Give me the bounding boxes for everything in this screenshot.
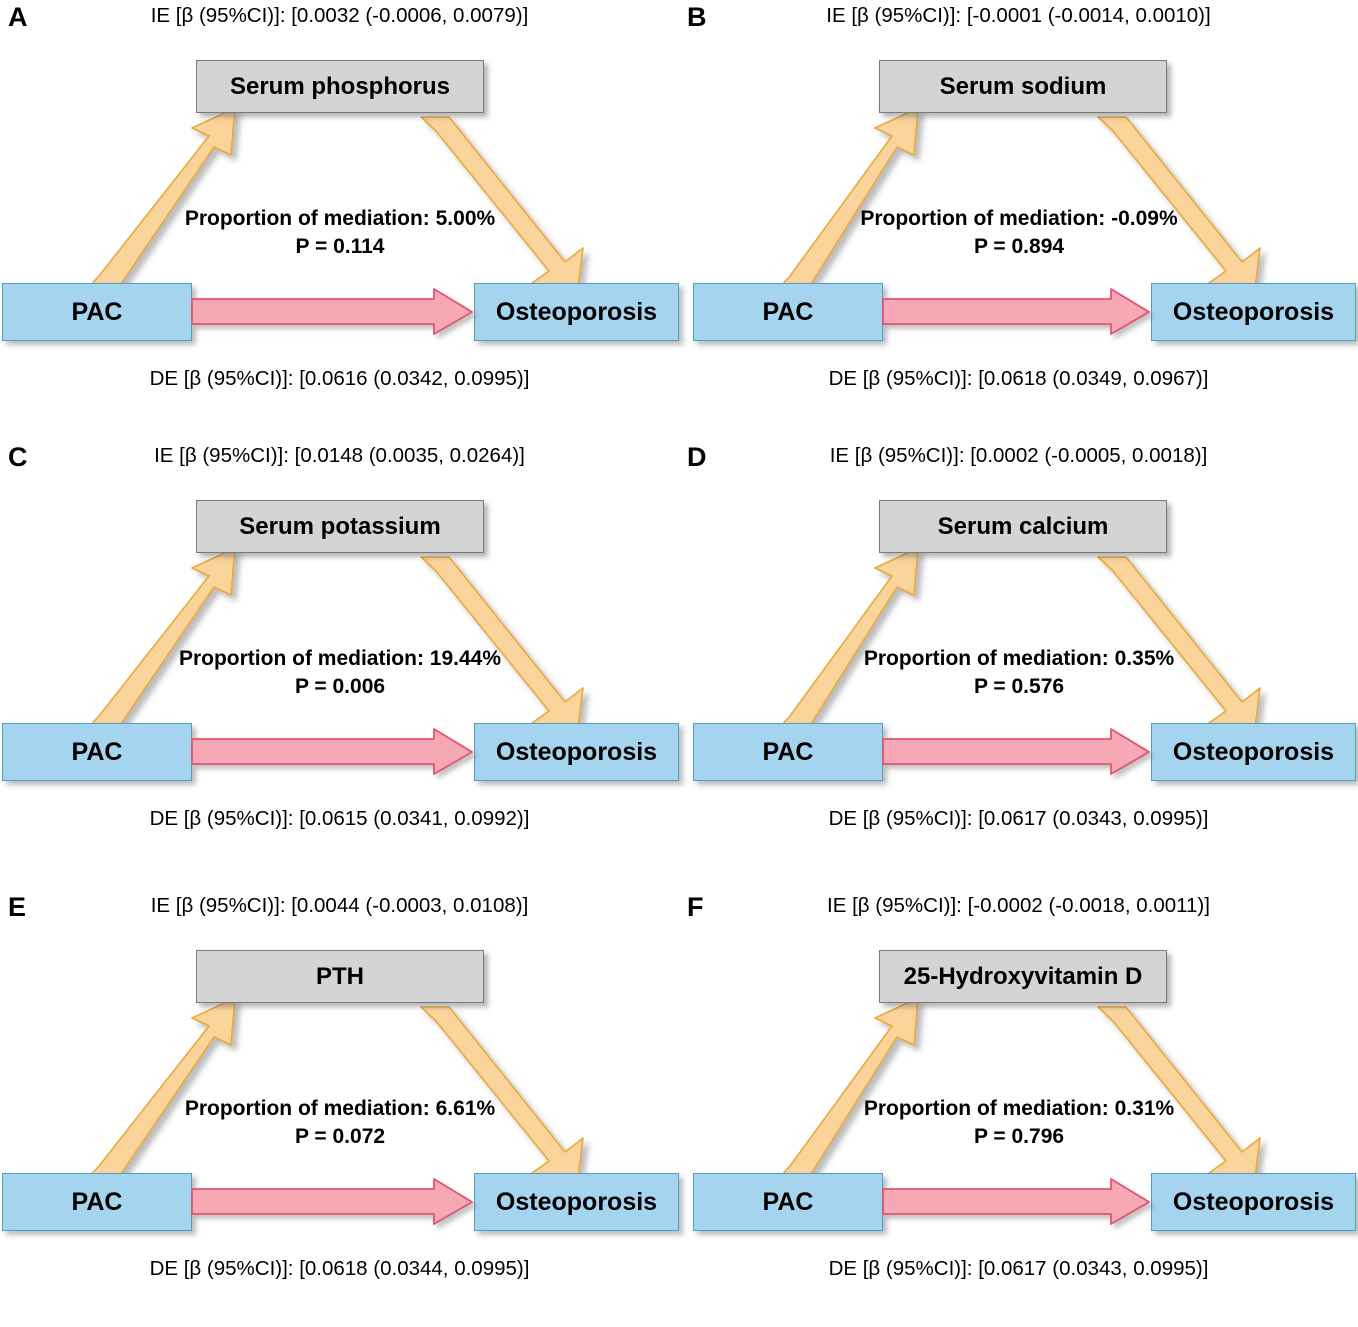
proportion-of-mediation: Proportion of mediation: 5.00% — [184, 207, 496, 230]
exposure-box: PAC — [693, 1173, 883, 1231]
direct-effect-caption: DE [β (95%CI)]: [0.0616 (0.0342, 0.0995)… — [149, 367, 530, 390]
proportion-of-mediation: Proportion of mediation: 0.31% — [863, 1097, 1175, 1120]
outcome-box: Osteoporosis — [1151, 1173, 1356, 1231]
mediation-summary: Proportion of mediation: 0.31% P = 0.796 — [739, 1095, 1299, 1152]
panel-letter: C — [8, 442, 28, 472]
outcome-box: Osteoporosis — [474, 723, 679, 781]
mediation-summary: Proportion of mediation: 19.44% P = 0.00… — [60, 645, 620, 702]
direct-effect-caption: DE [β (95%CI)]: [0.0618 (0.0349, 0.0967)… — [828, 367, 1209, 390]
mediator-box: PTH — [196, 950, 484, 1003]
indirect-effect-caption: IE [β (95%CI)]: [0.0002 (-0.0005, 0.0018… — [829, 444, 1208, 467]
exposure-box: PAC — [693, 723, 883, 781]
outcome-box: Osteoporosis — [474, 283, 679, 341]
indirect-effect-caption: IE [β (95%CI)]: [0.0032 (-0.0006, 0.0079… — [150, 4, 529, 27]
exposure-box: PAC — [2, 1173, 192, 1231]
mediator-box: Serum potassium — [196, 500, 484, 553]
indirect-arrow-exposure-to-mediator — [85, 107, 236, 301]
proportion-of-mediation: Proportion of mediation: 19.44% — [178, 647, 502, 670]
mediation-pvalue: P = 0.576 — [973, 675, 1065, 699]
mediation-summary: Proportion of mediation: 0.35% P = 0.576 — [739, 645, 1299, 702]
exposure-box: PAC — [693, 283, 883, 341]
panel-letter: E — [8, 892, 27, 922]
direct-arrow-exposure-to-outcome — [191, 288, 473, 335]
mediator-box: Serum calcium — [879, 500, 1167, 553]
mediator-box: Serum phosphorus — [196, 60, 484, 113]
mediation-pvalue: P = 0.114 — [295, 235, 385, 259]
mediation-summary: Proportion of mediation: 6.61% P = 0.072 — [60, 1095, 620, 1152]
indirect-effect-caption: IE [β (95%CI)]: [-0.0002 (-0.0018, 0.001… — [827, 894, 1210, 917]
exposure-box: PAC — [2, 723, 192, 781]
direct-arrow-exposure-to-outcome — [882, 728, 1150, 775]
indirect-effect-caption: IE [β (95%CI)]: [0.0044 (-0.0003, 0.0108… — [150, 894, 529, 917]
mediation-pvalue: P = 0.072 — [294, 1125, 386, 1149]
indirect-arrow-exposure-to-mediator — [776, 107, 919, 301]
panel-f: F IE [β (95%CI)]: [-0.0002 (-0.0018, 0.0… — [679, 890, 1358, 1327]
panel-letter: F — [687, 892, 704, 922]
panel-letter: D — [687, 442, 707, 472]
indirect-arrow-exposure-to-mediator — [85, 547, 236, 741]
indirect-effect-caption: IE [β (95%CI)]: [0.0148 (0.0035, 0.0264)… — [154, 444, 525, 467]
direct-effect-caption: DE [β (95%CI)]: [0.0617 (0.0343, 0.0995)… — [828, 1257, 1209, 1280]
direct-effect-caption: DE [β (95%CI)]: [0.0615 (0.0341, 0.0992)… — [149, 807, 530, 830]
mediation-summary: Proportion of mediation: 5.00% P = 0.114 — [60, 205, 620, 262]
direct-effect-caption: DE [β (95%CI)]: [0.0617 (0.0343, 0.0995)… — [828, 807, 1209, 830]
outcome-box: Osteoporosis — [1151, 283, 1356, 341]
indirect-arrow-exposure-to-mediator — [776, 997, 919, 1191]
outcome-box: Osteoporosis — [474, 1173, 679, 1231]
direct-arrow-exposure-to-outcome — [882, 1178, 1150, 1225]
direct-arrow-exposure-to-outcome — [191, 728, 473, 775]
mediation-pvalue: P = 0.796 — [973, 1125, 1065, 1149]
outcome-box: Osteoporosis — [1151, 723, 1356, 781]
direct-arrow-exposure-to-outcome — [191, 1178, 473, 1225]
mediation-pvalue: P = 0.006 — [294, 675, 386, 699]
panel-b: B IE [β (95%CI)]: [-0.0001 (-0.0014, 0.0… — [679, 0, 1358, 437]
proportion-of-mediation: Proportion of mediation: -0.09% — [860, 207, 1178, 230]
indirect-arrow-exposure-to-mediator — [85, 997, 236, 1191]
panel-c: C IE [β (95%CI)]: [0.0148 (0.0035, 0.026… — [0, 440, 679, 877]
proportion-of-mediation: Proportion of mediation: 0.35% — [863, 647, 1175, 670]
panel-d: D IE [β (95%CI)]: [0.0002 (-0.0005, 0.00… — [679, 440, 1358, 877]
direct-arrow-exposure-to-outcome — [882, 288, 1150, 335]
panel-a: A IE [β (95%CI)]: [0.0032 (-0.0006, 0.00… — [0, 0, 679, 437]
indirect-arrow-exposure-to-mediator — [776, 547, 919, 741]
panel-letter: B — [687, 2, 707, 32]
panel-letter: A — [8, 2, 28, 32]
mediator-box: 25-Hydroxyvitamin D — [879, 950, 1167, 1003]
panel-e: E IE [β (95%CI)]: [0.0044 (-0.0003, 0.01… — [0, 890, 679, 1327]
direct-effect-caption: DE [β (95%CI)]: [0.0618 (0.0344, 0.0995)… — [149, 1257, 530, 1280]
mediation-summary: Proportion of mediation: -0.09% P = 0.89… — [739, 205, 1299, 262]
mediator-box: Serum sodium — [879, 60, 1167, 113]
mediation-pvalue: P = 0.894 — [973, 235, 1065, 259]
proportion-of-mediation: Proportion of mediation: 6.61% — [184, 1097, 496, 1120]
indirect-effect-caption: IE [β (95%CI)]: [-0.0001 (-0.0014, 0.001… — [826, 4, 1211, 27]
exposure-box: PAC — [2, 283, 192, 341]
